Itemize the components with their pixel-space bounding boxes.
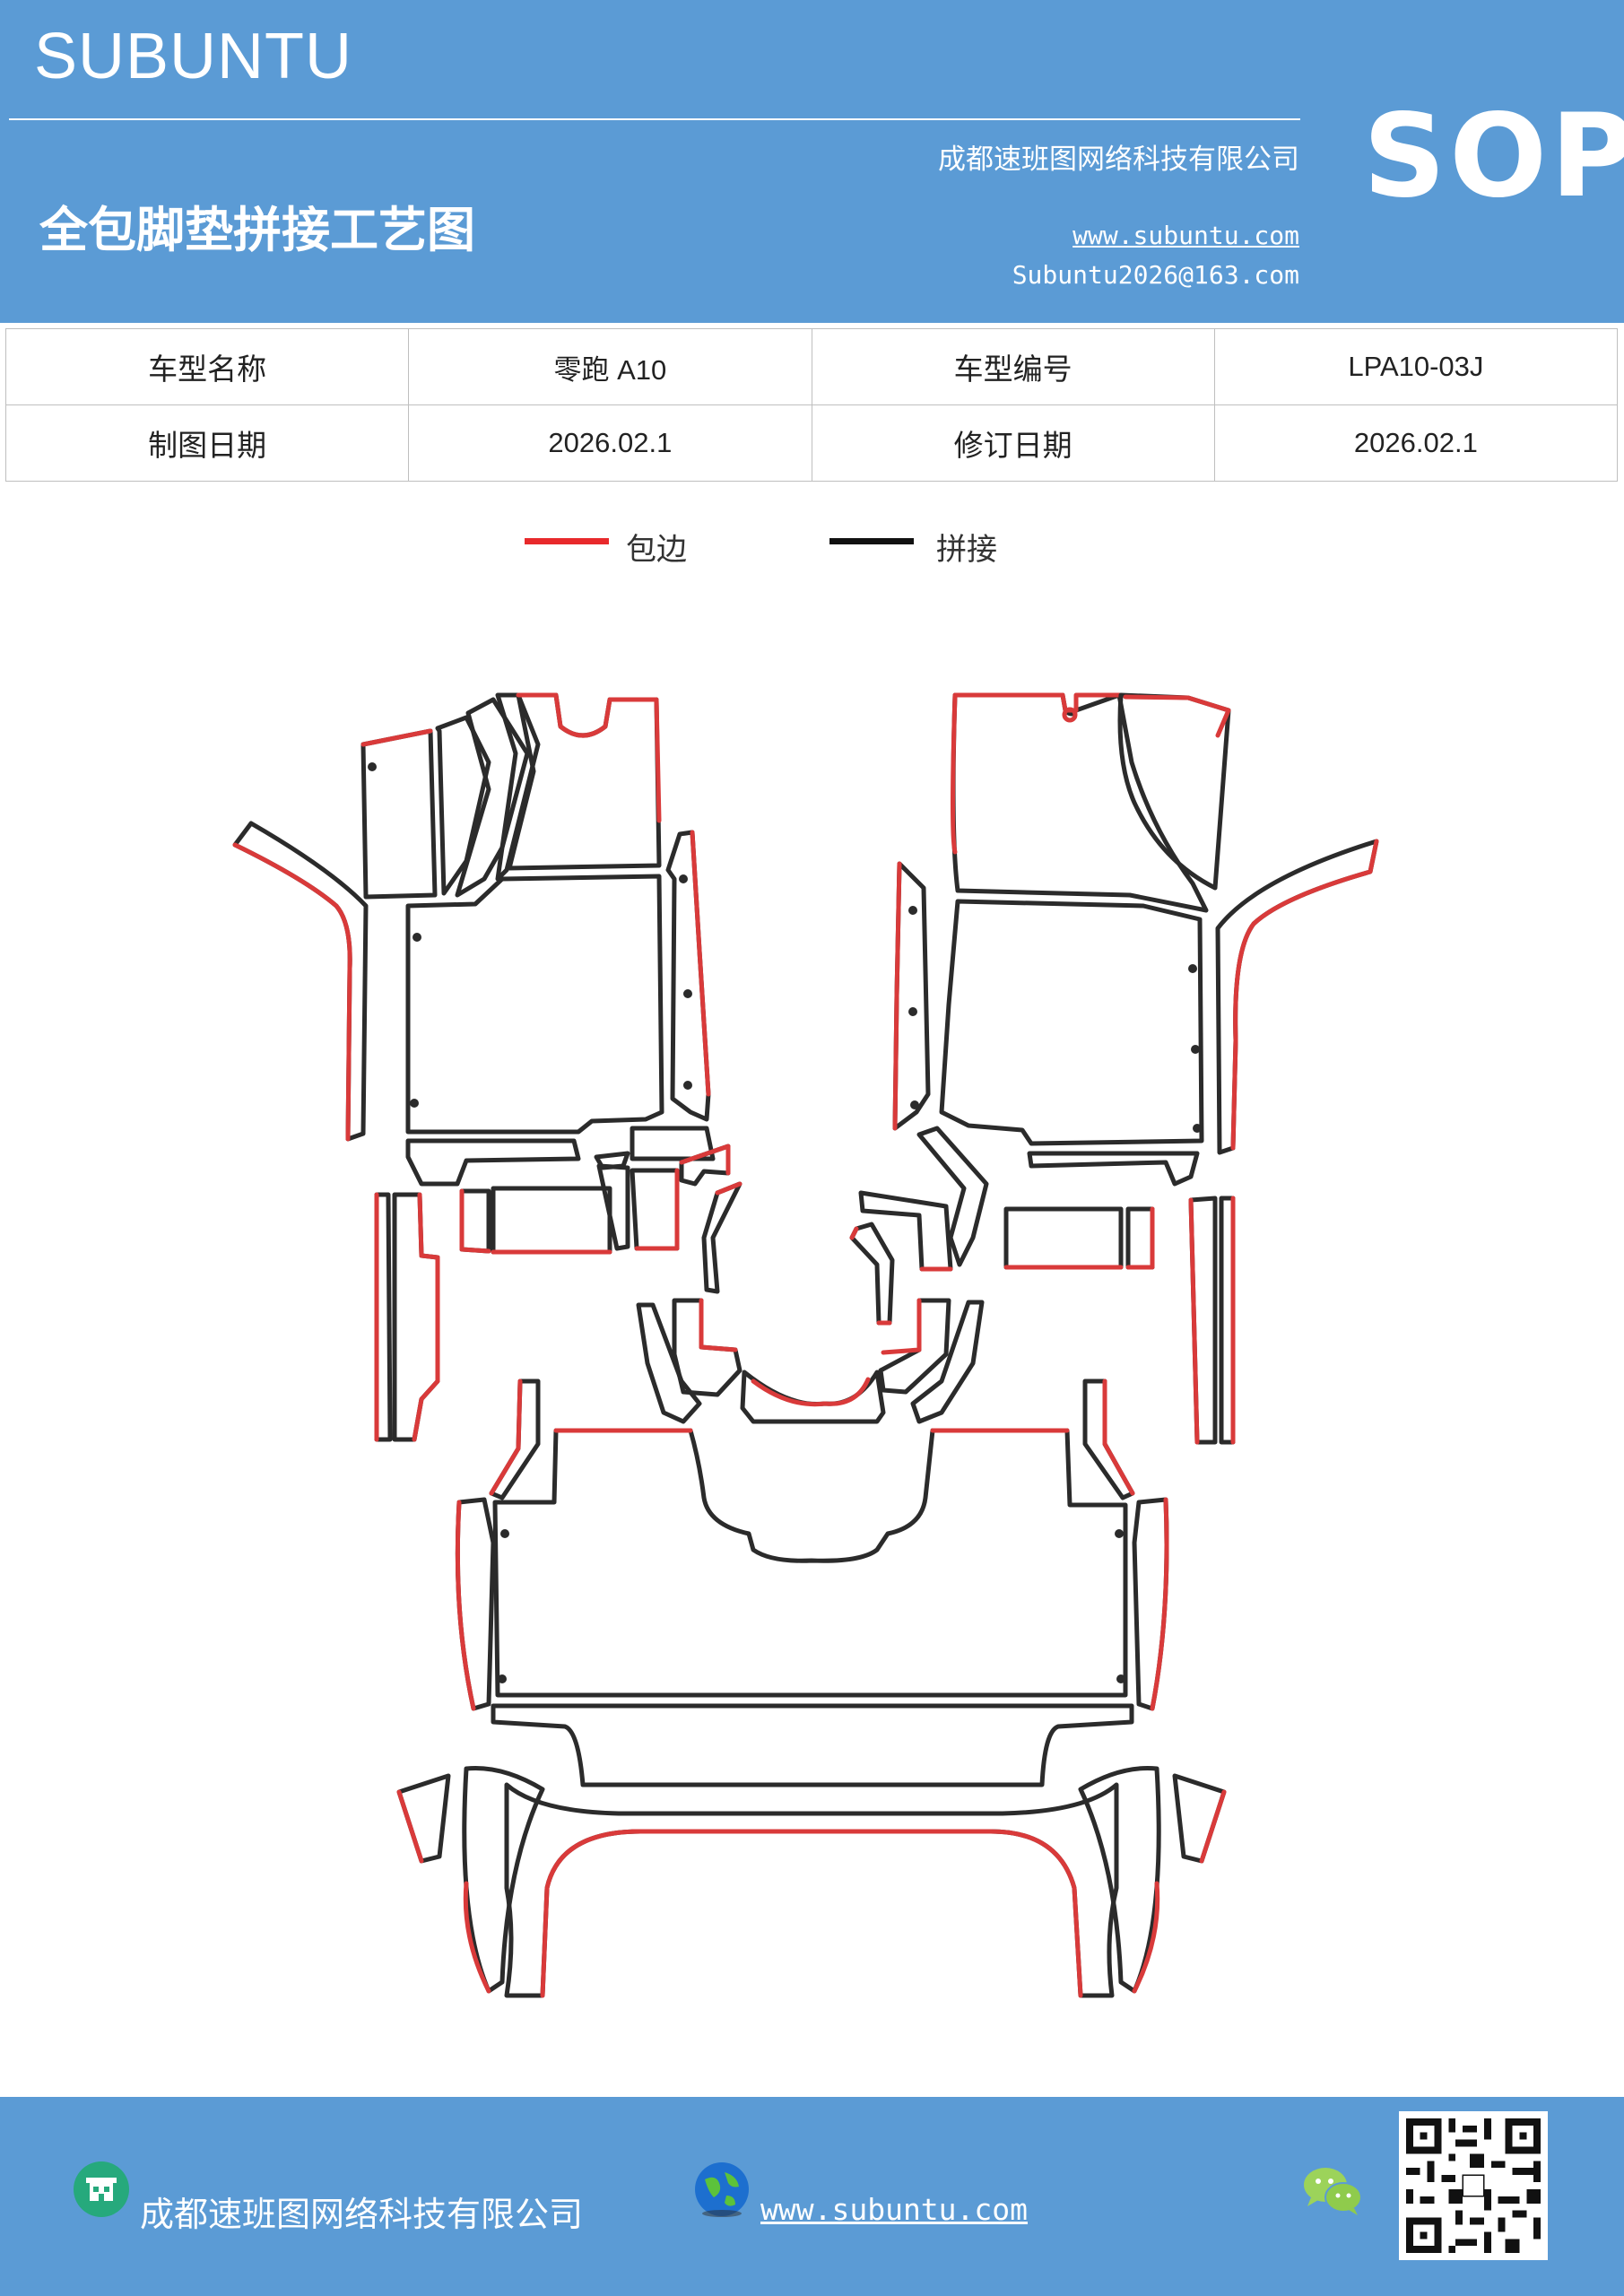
mat-piece bbox=[1132, 1497, 1169, 1711]
mat-piece bbox=[849, 1222, 895, 1326]
mat-piece-edge bbox=[412, 1192, 440, 1442]
mat-piece-edge bbox=[881, 1298, 922, 1355]
mat-piece bbox=[405, 1138, 581, 1187]
header-company: 成都速班图网络科技有限公司 bbox=[938, 144, 1299, 176]
legend-label-seam: 拼接 bbox=[936, 532, 997, 568]
qr-code bbox=[1399, 2111, 1548, 2260]
mat-piece bbox=[679, 1144, 731, 1187]
mat-piece bbox=[910, 1300, 985, 1424]
value-model-name: 零跑 A10 bbox=[408, 328, 812, 405]
table-row: 车型名称 零跑 A10 车型编号 LPA10-03J bbox=[4, 328, 1619, 405]
table-row: 制图日期 2026.02.1 修订日期 2026.02.1 bbox=[4, 404, 1619, 482]
mat-piece-edge bbox=[1125, 1206, 1155, 1270]
footer-website-link[interactable]: www.subuntu.com bbox=[760, 2192, 1029, 2227]
document-title: 全包脚垫拼接工艺图 bbox=[39, 201, 475, 258]
label-revision-date: 修订日期 bbox=[811, 404, 1215, 482]
legend-swatch-edge bbox=[525, 538, 609, 544]
header-website-link[interactable]: www.subuntu.com bbox=[1073, 221, 1299, 250]
footer-company: 成都速班图网络科技有限公司 bbox=[140, 2195, 584, 2234]
header-divider bbox=[9, 118, 1300, 120]
value-drawing-date: 2026.02.1 bbox=[408, 404, 812, 482]
mat-piece bbox=[492, 1428, 1128, 1698]
mat-piece-edge bbox=[699, 1298, 738, 1352]
mat-piece bbox=[491, 1186, 612, 1255]
sop-badge: SOP bbox=[1363, 90, 1624, 223]
globe-icon bbox=[692, 2160, 751, 2219]
mat-piece-edge bbox=[690, 830, 711, 1097]
mat-piece bbox=[939, 899, 1204, 1146]
legend: 包边 拼接 bbox=[0, 520, 1624, 574]
building-icon bbox=[74, 2161, 129, 2217]
label-model-name: 车型名称 bbox=[4, 328, 410, 405]
locating-dots bbox=[368, 762, 1202, 1683]
mat-piece bbox=[630, 1168, 680, 1251]
mat-piece-edge bbox=[516, 692, 662, 823]
mat-piece bbox=[360, 728, 438, 900]
mat-piece-edge bbox=[1123, 694, 1231, 738]
mat-piece bbox=[507, 692, 662, 871]
label-model-code: 车型编号 bbox=[811, 328, 1215, 405]
mat-piece-edge bbox=[396, 1789, 424, 1864]
header-email: Subuntu2026@163.com bbox=[1012, 260, 1299, 290]
mat-piece-edge bbox=[679, 1144, 731, 1176]
mat-piece-edge bbox=[751, 1377, 871, 1407]
mat-piece bbox=[435, 715, 491, 896]
mat-piece-edge bbox=[1188, 1197, 1200, 1445]
value-model-code: LPA10-03J bbox=[1213, 328, 1619, 405]
legend-swatch-seam bbox=[829, 538, 914, 544]
mat-piece bbox=[392, 1192, 440, 1442]
mat-piece bbox=[701, 1181, 743, 1294]
mat-piece bbox=[878, 1298, 951, 1395]
mat-piece-edge bbox=[463, 1881, 1160, 1994]
mat-piece-edge bbox=[1102, 1378, 1135, 1496]
mat-piece bbox=[1027, 1151, 1200, 1187]
mat-piece bbox=[1003, 1206, 1124, 1270]
mat-piece-edge bbox=[849, 1226, 892, 1326]
mat-piece-edge bbox=[232, 842, 352, 1142]
mat-piece bbox=[504, 1782, 1119, 1998]
mat-piece bbox=[459, 1188, 491, 1254]
mat-piece-edge bbox=[892, 861, 902, 1131]
brand-name: SUBUNTU bbox=[34, 21, 353, 92]
mat-piece-edge bbox=[1199, 1789, 1227, 1864]
value-revision-date: 2026.02.1 bbox=[1213, 404, 1619, 482]
mat-piece bbox=[1215, 839, 1379, 1155]
wechat-icon[interactable] bbox=[1302, 2163, 1365, 2217]
mat-piece-edge bbox=[459, 1188, 491, 1254]
mat-piece bbox=[455, 1497, 496, 1711]
mat-piece bbox=[1117, 692, 1231, 891]
mat-piece-edge bbox=[489, 1378, 523, 1496]
mat-piece bbox=[916, 1126, 989, 1267]
mat-piece bbox=[951, 692, 1209, 913]
mat-piece-edge bbox=[360, 728, 433, 747]
mat-piece bbox=[636, 1302, 702, 1424]
mat-piece bbox=[596, 1163, 630, 1251]
footer-banner: 成都速班图网络科技有限公司 www.subuntu.com bbox=[0, 2097, 1624, 2296]
mat-piece-edge bbox=[634, 1168, 680, 1251]
mat-piece bbox=[491, 1703, 1134, 1787]
label-drawing-date: 制图日期 bbox=[4, 404, 410, 482]
mat-piece-edge bbox=[455, 1500, 476, 1711]
floor-mat-diagram bbox=[232, 692, 1379, 1998]
mat-piece bbox=[1125, 1206, 1155, 1270]
mat-piece-edge bbox=[951, 692, 1122, 855]
mat-piece-edge bbox=[1230, 839, 1379, 1151]
legend-label-edge: 包边 bbox=[626, 532, 687, 568]
vehicle-info-table: 车型名称 零跑 A10 车型编号 LPA10-03J 制图日期 2026.02.… bbox=[4, 328, 1619, 482]
mat-piece bbox=[740, 1370, 886, 1424]
mat-piece-edge bbox=[715, 1181, 743, 1196]
header-banner: SUBUNTU 成都速班图网络科技有限公司 全包脚垫拼接工艺图 www.subu… bbox=[0, 0, 1624, 323]
mat-piece bbox=[455, 697, 530, 898]
mat-piece-edge bbox=[1150, 1497, 1169, 1711]
mat-piece-edge bbox=[540, 1829, 1083, 1998]
mat-piece bbox=[405, 874, 664, 1135]
mat-piece bbox=[630, 1126, 716, 1161]
